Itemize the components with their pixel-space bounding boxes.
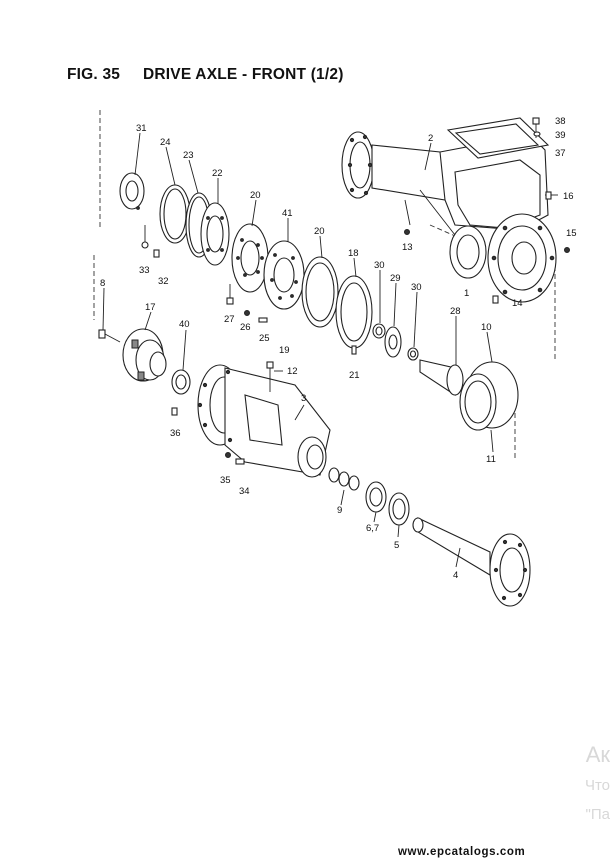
callout-2: 2 bbox=[428, 133, 433, 144]
axle-housing-upper bbox=[341, 117, 557, 303]
pin-21 bbox=[351, 345, 357, 355]
bearing-6-7 bbox=[365, 481, 387, 513]
callout-28: 28 bbox=[450, 306, 461, 317]
figure-title: DRIVE AXLE - FRONT (1/2) bbox=[143, 66, 344, 83]
bolt-8 bbox=[98, 329, 121, 343]
callout-36: 36 bbox=[170, 428, 181, 439]
gear-ring-18 bbox=[335, 275, 373, 349]
callout-33: 33 bbox=[139, 265, 150, 276]
bolts-33-32 bbox=[141, 225, 160, 258]
callout-3: 3 bbox=[301, 393, 306, 404]
callout-30b: 30 bbox=[411, 282, 422, 293]
housing-bolts bbox=[404, 117, 570, 304]
callout-6-7: 6,7 bbox=[366, 523, 379, 534]
callout-41: 41 bbox=[282, 208, 293, 219]
callout-25: 25 bbox=[259, 333, 270, 344]
pinion-29 bbox=[384, 326, 402, 358]
callout-17: 17 bbox=[145, 302, 156, 313]
callout-30a: 30 bbox=[374, 260, 385, 271]
planet-carrier-17 bbox=[122, 328, 167, 382]
watermark-line-2: Что bbox=[584, 777, 610, 794]
callout-31: 31 bbox=[136, 123, 147, 134]
callout-19: 19 bbox=[279, 345, 290, 356]
axle-shaft-4 bbox=[412, 517, 531, 607]
callout-22: 22 bbox=[212, 168, 223, 179]
callout-15: 15 bbox=[566, 228, 577, 239]
callout-9: 9 bbox=[337, 505, 342, 516]
callout-34: 34 bbox=[239, 486, 250, 497]
callout-38: 38 bbox=[555, 116, 566, 127]
callout-11: 11 bbox=[486, 454, 496, 465]
callout-8: 8 bbox=[100, 278, 105, 289]
seal-5 bbox=[388, 492, 410, 526]
callout-5: 5 bbox=[394, 540, 399, 551]
callout-24: 24 bbox=[160, 137, 171, 148]
figure-number: FIG. 35 bbox=[67, 66, 121, 83]
friction-disc-41 bbox=[263, 240, 305, 310]
callout-12: 12 bbox=[287, 366, 298, 377]
callout-32: 32 bbox=[158, 276, 169, 287]
leader-lines bbox=[102, 132, 494, 568]
callout-40: 40 bbox=[179, 319, 190, 330]
callout-16: 16 bbox=[563, 191, 574, 202]
watermark-line-3: "Па bbox=[585, 806, 610, 823]
callout-37: 37 bbox=[555, 148, 566, 159]
bolts-36-35-34 bbox=[171, 407, 245, 465]
ring-gear-10 bbox=[459, 361, 519, 431]
callout-labels: 31 24 23 22 20 41 20 18 30 29 30 28 10 2… bbox=[100, 116, 577, 581]
callout-20b: 20 bbox=[314, 226, 325, 237]
callout-20a: 20 bbox=[250, 190, 261, 201]
callout-14: 14 bbox=[512, 298, 523, 309]
washer-30a bbox=[372, 323, 386, 339]
friction-disc-20b bbox=[301, 256, 339, 328]
footer-site-url[interactable]: www.epcatalogs.com bbox=[398, 846, 526, 858]
callout-39: 39 bbox=[555, 130, 566, 141]
callout-23: 23 bbox=[183, 150, 194, 161]
plate-22 bbox=[200, 202, 230, 266]
callout-10: 10 bbox=[481, 322, 492, 333]
watermark-line-1: Ак bbox=[585, 742, 610, 767]
bearing-40 bbox=[171, 369, 191, 395]
shaft-28 bbox=[419, 359, 464, 397]
callout-29: 29 bbox=[390, 273, 401, 284]
bearing-cap-31 bbox=[119, 172, 145, 210]
friction-disc-20a bbox=[231, 223, 269, 293]
callout-21: 21 bbox=[349, 370, 360, 381]
shims-9 bbox=[328, 467, 360, 491]
axle-housing-lower bbox=[197, 361, 331, 478]
callout-1: 1 bbox=[464, 288, 469, 299]
bolts-27-26-25 bbox=[226, 284, 268, 323]
callout-18: 18 bbox=[348, 248, 359, 259]
callout-4: 4 bbox=[453, 570, 458, 581]
ring-24 bbox=[159, 184, 191, 244]
callout-26: 26 bbox=[240, 322, 251, 333]
callout-35: 35 bbox=[220, 475, 231, 486]
callout-27: 27 bbox=[224, 314, 235, 325]
washer-30b bbox=[407, 347, 419, 361]
callout-13: 13 bbox=[402, 242, 413, 253]
